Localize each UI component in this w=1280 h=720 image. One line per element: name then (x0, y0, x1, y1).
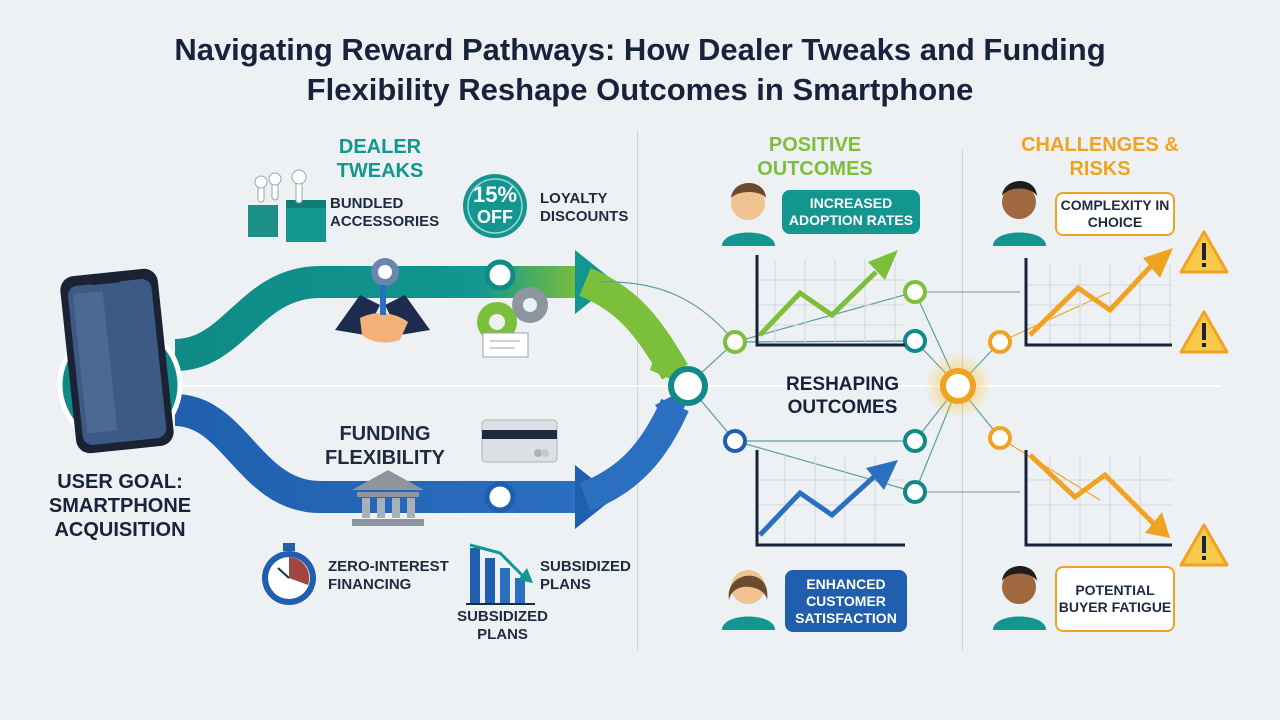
stopwatch-icon (262, 543, 316, 605)
funding-to-center-ribbon (579, 398, 689, 512)
callout-increased-adoption: Increased Adoption Rates (782, 190, 920, 234)
dealer-header: Dealer Tweaks (336, 136, 424, 182)
positive-chart-top (755, 250, 905, 347)
discount-badge (463, 174, 527, 238)
funding-node (484, 481, 516, 513)
credit-card-icon (481, 419, 558, 463)
positive-header: Positive Outcomes (757, 134, 873, 180)
center-hub (668, 366, 708, 406)
mid-node-b (903, 329, 927, 353)
positive-chart-bottom (755, 450, 905, 547)
smartphone-icon (57, 268, 183, 454)
funding-header: Funding Flexibility (325, 423, 445, 469)
risk-node-a (988, 330, 1012, 354)
callout-enhanced-satisfaction: Enhanced Customer Satisfaction (785, 570, 907, 632)
earbuds-icon (248, 169, 326, 242)
warning-icon (1179, 310, 1229, 354)
mid-node-a (903, 280, 927, 304)
positive-node-a (723, 330, 747, 354)
challenges-header: Challenges & Risks (1021, 134, 1179, 180)
subsidized-plans-label-b: Subsidized Plans (457, 608, 548, 643)
loyalty-discounts-label: Loyalty Discounts (540, 190, 629, 225)
risk-chart-bottom (1024, 450, 1172, 547)
bar-chart-icon (466, 543, 535, 605)
dealer-node (484, 259, 516, 291)
avatar-positive-bottom (722, 570, 775, 630)
risk-hub (940, 368, 976, 404)
user-goal-label: User Goal: Smartphone Acquisition (48, 471, 192, 541)
positive-node-b (723, 429, 747, 453)
page-title: Navigating Reward Pathways: How Dealer T… (0, 30, 1280, 110)
warning-icon (1179, 523, 1229, 567)
risk-node-b (988, 426, 1012, 450)
dealer-pathway (173, 266, 580, 371)
handshake-icon (335, 258, 430, 343)
funding-pathway (173, 394, 580, 513)
mid-node-d (903, 480, 927, 504)
center-label: Reshaping Outcomes (786, 374, 899, 418)
risk-chart-top (1024, 248, 1173, 347)
discount-badge-off: OFF (477, 207, 513, 227)
avatar-risk-top (993, 181, 1046, 246)
callout-complexity: Complexity in Choice (1055, 192, 1175, 236)
subsidized-plans-label-a: Subsidized Plans (540, 558, 631, 593)
avatar-positive-top (722, 183, 775, 246)
warning-icon (1179, 230, 1229, 274)
mid-node-c (903, 429, 927, 453)
gears-icon (477, 287, 548, 358)
bundled-accessories-label: Bundled Accessories (330, 195, 440, 230)
callout-buyer-fatigue: Potential Buyer Fatigue (1055, 566, 1175, 632)
discount-badge-pct: 15% (472, 182, 518, 207)
title-line-1: Navigating Reward Pathways: How Dealer T… (174, 32, 1106, 67)
divider-left (637, 130, 638, 650)
bank-icon (352, 470, 424, 526)
title-line-2: Flexibility Reshape Outcomes in Smartpho… (306, 72, 974, 107)
avatar-risk-bottom (993, 566, 1046, 630)
zero-interest-label: Zero-Interest Financing (328, 558, 449, 593)
